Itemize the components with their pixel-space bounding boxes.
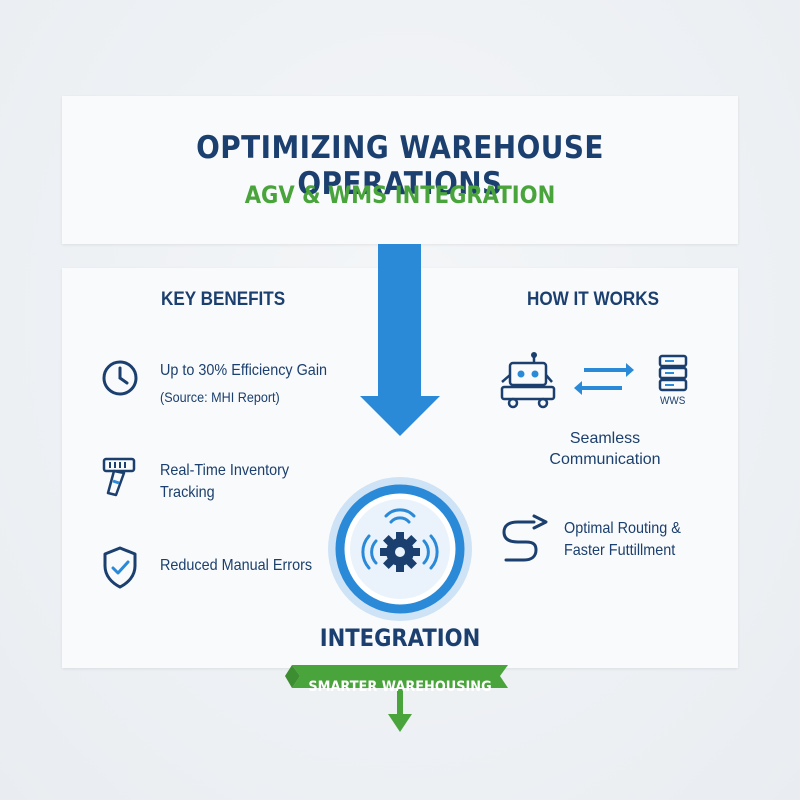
benefit-tracking-line1: Real-Time Inventory bbox=[160, 462, 290, 479]
routing-line1: Optimal Routing & bbox=[564, 520, 681, 537]
barcode-scanner-icon bbox=[102, 457, 136, 497]
benefit-tracking-line2: Tracking bbox=[160, 484, 215, 501]
seamless-communication-line2: Communication bbox=[549, 451, 661, 468]
seamless-communication-line1: Seamless bbox=[569, 430, 641, 447]
exchange-arrows-icon bbox=[574, 363, 634, 395]
shield-check-icon bbox=[103, 546, 137, 589]
benefit-efficiency-source: (Source: MHI Report) bbox=[160, 389, 280, 405]
integration-label: INTEGRATION bbox=[319, 624, 481, 652]
clock-icon bbox=[102, 360, 138, 396]
title-panel bbox=[62, 96, 738, 244]
how-it-works-heading: HOW IT WORKS bbox=[527, 289, 660, 310]
server-label: WWS bbox=[660, 395, 686, 407]
page-subtitle: AGV & WMS INTEGRATION bbox=[244, 181, 556, 209]
smarter-warehousing-label: SMARTER WAREHOUSING bbox=[308, 679, 492, 695]
benefit-efficiency: Up to 30% Efficiency Gain bbox=[160, 362, 328, 379]
route-arrow-icon bbox=[502, 514, 548, 562]
server-icon bbox=[658, 354, 688, 392]
agv-robot-icon bbox=[500, 352, 556, 409]
key-benefits-heading: KEY BENEFITS bbox=[161, 289, 286, 310]
routing-line2: Faster Futtillment bbox=[564, 542, 676, 559]
page-title: OPTIMIZING WAREHOUSE OPERATIONS bbox=[196, 130, 604, 202]
benefit-errors: Reduced Manual Errors bbox=[160, 557, 313, 574]
